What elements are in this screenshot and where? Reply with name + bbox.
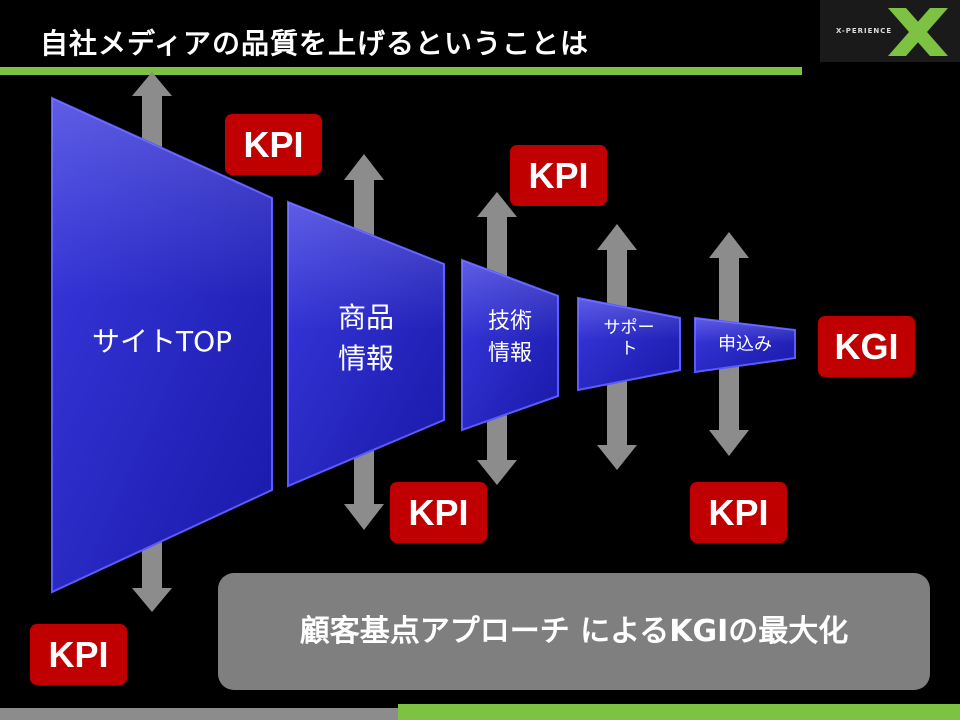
stage-label-site-top: サイトTOP [52, 322, 272, 363]
stage-label-tech-info: 技術 情報 [462, 306, 558, 370]
footer-bar-gray [0, 708, 398, 720]
stage-label-product-info: 商品 情報 [288, 298, 444, 379]
funnel-stage-3 [461, 258, 559, 432]
stage-4-line2: ト [620, 339, 638, 360]
footer-bar-green [398, 704, 960, 720]
xperience-logo: X-PERIENCE [820, 0, 960, 62]
kgi-badge: KGI [818, 316, 915, 377]
approach-banner: 顧客基点アプローチ によるKGIの最大化 [218, 573, 930, 690]
kpi-badge-4: KPI [690, 482, 787, 543]
stage-label-support: サポー ト [578, 318, 680, 361]
funnel-stage-2 [287, 200, 445, 488]
funnel-stage-5 [694, 316, 796, 374]
funnel-stage-4 [577, 296, 681, 392]
stage-2-line1: 商品 [337, 301, 394, 334]
stage-label-apply: 申込み [695, 332, 795, 358]
stage-1-line1: サイトTOP [91, 325, 233, 358]
title-underline [0, 67, 802, 75]
logo-text: X-PERIENCE [836, 27, 893, 35]
stage-3-line1: 技術 [487, 309, 532, 334]
kpi-badge-5: KPI [30, 624, 127, 685]
kpi-badge-1: KPI [225, 114, 322, 175]
kpi-badge-3: KPI [390, 482, 487, 543]
stage-5-line1: 申込み [718, 334, 772, 355]
stage-2-line2: 情報 [337, 341, 394, 375]
arrow-up-down-3 [477, 192, 517, 485]
x-logo-icon [888, 8, 948, 56]
slide-title: 自社メディアの品質を上げるということは [40, 27, 590, 60]
funnel-stage-1 [51, 96, 273, 594]
stage-3-line2: 情報 [487, 340, 532, 366]
kpi-badge-2: KPI [510, 145, 607, 206]
stage-4-line1: サポー [603, 318, 655, 338]
